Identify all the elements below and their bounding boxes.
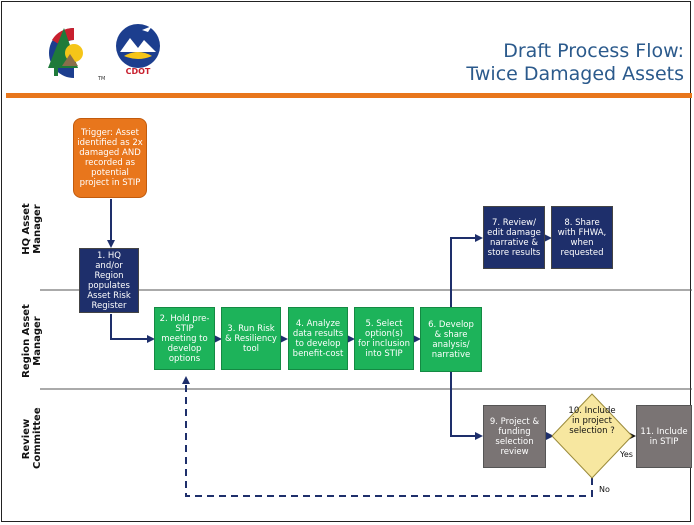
header-accent-bar	[6, 93, 692, 98]
step-6-label: 6. Develop & share analysis/ narrative	[428, 319, 474, 360]
no-label: No	[599, 485, 610, 494]
step-8-label: 8. Share with FHWA, when requested	[557, 217, 607, 258]
cdot-label: CDOT	[126, 67, 151, 76]
step-4-node: 4. Analyze data results to develop benef…	[288, 307, 348, 370]
step-11-label: 11. Include in STIP	[640, 426, 688, 447]
step-3-label: 3. Run Risk & Resiliency tool	[225, 323, 277, 354]
step-1-node: 1. HQ and/or Region populates Asset Risk…	[79, 248, 139, 313]
title-line-2: Twice Damaged Assets	[466, 63, 684, 85]
step-6-node: 6. Develop & share analysis/ narrative	[420, 307, 482, 372]
title-line-1: Draft Process Flow:	[503, 40, 684, 62]
step-2-node: 2. Hold pre-STIP meeting to develop opti…	[154, 307, 215, 370]
logo-tm: TM	[97, 76, 105, 82]
page-title: Draft Process Flow: Twice Damaged Assets	[466, 40, 684, 86]
step-10-label: 10. Include in project selection ?	[568, 406, 616, 436]
step-4-label: 4. Analyze data results to develop benef…	[292, 318, 344, 359]
step-3-node: 3. Run Risk & Resiliency tool	[221, 307, 281, 370]
step-11-node: 11. Include in STIP	[636, 405, 692, 468]
step-8-node: 8. Share with FHWA, when requested	[551, 206, 613, 269]
step-9-node: 9. Project & funding selection review	[483, 405, 546, 468]
yes-label: Yes	[620, 450, 633, 459]
step-2-label: 2. Hold pre-STIP meeting to develop opti…	[159, 313, 210, 364]
trigger-node-label: Trigger: Asset identified as 2x damaged …	[77, 128, 143, 188]
step-9-label: 9. Project & funding selection review	[489, 416, 540, 457]
step-7-node: 7. Review/ edit damage narrative & store…	[483, 206, 545, 269]
cdot-logo: CDOT	[116, 24, 160, 76]
colorado-logo: TM	[48, 27, 105, 82]
step-5-node: 5. Select option(s) for inclusion into S…	[354, 307, 414, 370]
step-5-label: 5. Select option(s) for inclusion into S…	[358, 318, 410, 359]
trigger-node: Trigger: Asset identified as 2x damaged …	[73, 118, 147, 198]
step-1-label: 1. HQ and/or Region populates Asset Risk…	[87, 250, 131, 311]
decision-diamond	[551, 393, 633, 479]
header: TM CDOT Draft Process Flow: Twice Damage…	[0, 0, 694, 98]
step-7-label: 7. Review/ edit damage narrative & store…	[487, 217, 541, 258]
